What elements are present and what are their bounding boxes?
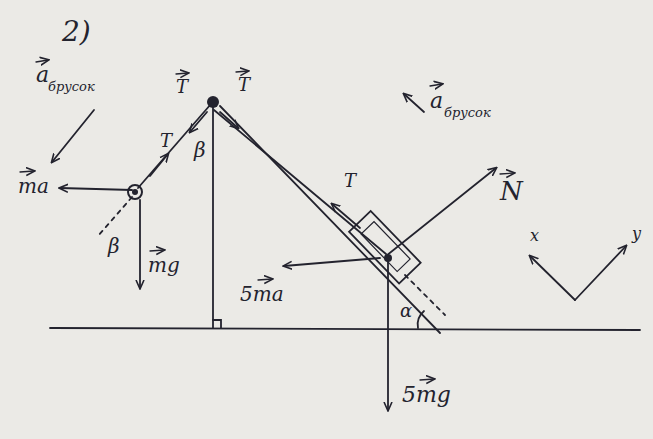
angle-label: β: [108, 236, 120, 256]
axis-label: y: [632, 226, 641, 242]
vector-label: a: [36, 64, 49, 86]
angle-label: β: [194, 140, 206, 160]
force-label: 5mg: [402, 384, 451, 406]
vector-label: a: [430, 90, 443, 112]
problem-number: 2): [62, 18, 91, 46]
force-label: T: [160, 132, 172, 150]
subscript-label: брусок: [444, 106, 491, 119]
force-label: N: [500, 178, 523, 204]
force-label: T: [344, 172, 356, 190]
axis-label: x: [530, 228, 539, 244]
force-label: T: [238, 76, 250, 94]
force-label: ma: [18, 176, 49, 196]
force-label: 5ma: [240, 284, 284, 304]
subscript-label: брусок: [48, 80, 95, 93]
angle-label: α: [400, 302, 412, 320]
force-label: T: [176, 78, 188, 96]
force-label: mg: [148, 255, 180, 275]
